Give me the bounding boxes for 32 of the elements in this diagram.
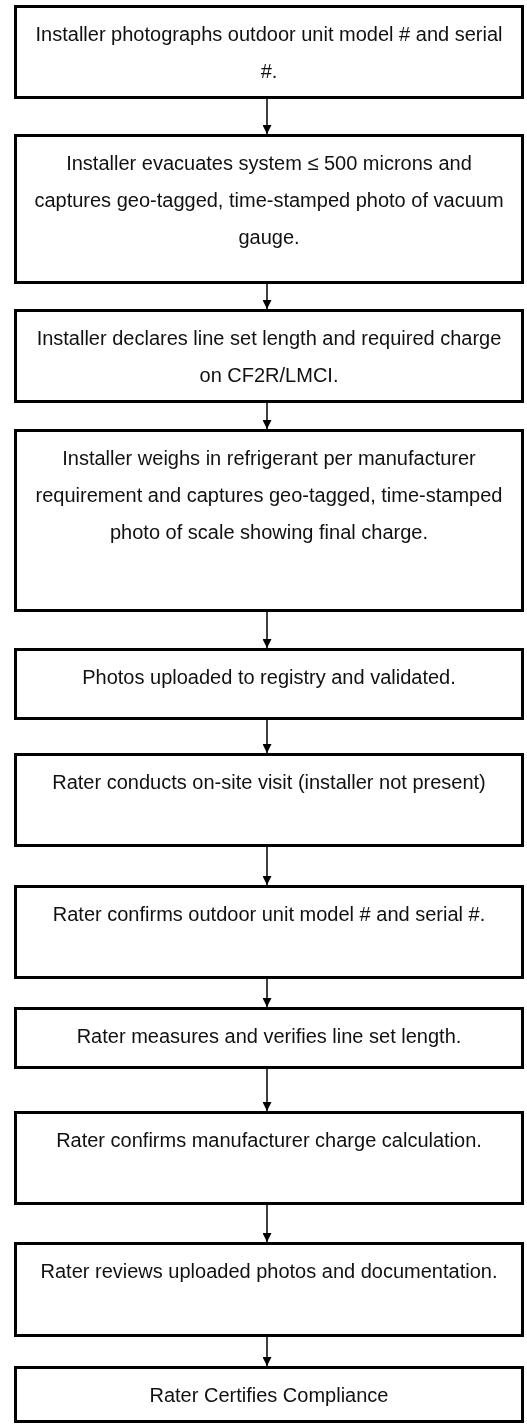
- step-text: Installer declares line set length and required charge on CF2R/LMCI.: [35, 326, 503, 388]
- arrow: [262, 1204, 272, 1243]
- step-text: Rater confirms manufacturer charge calculation.: [56, 1128, 482, 1153]
- step-text: Rater conducts on-site visit (installer not present): [52, 770, 486, 795]
- arrow: [262, 611, 272, 649]
- process-box: [14, 1111, 524, 1205]
- process-box: [14, 753, 524, 847]
- arrow: [262, 1336, 272, 1367]
- process-box: [14, 1007, 524, 1069]
- step-text: Rater confirms outdoor unit model # and serial #.: [52, 902, 486, 927]
- step-text: Photos uploaded to registry and validated.: [82, 665, 456, 690]
- process-box: [14, 134, 524, 284]
- arrow: [262, 978, 272, 1008]
- process-box: [14, 5, 524, 99]
- process-box: [14, 1242, 524, 1337]
- process-box: [14, 648, 524, 720]
- process-box: [14, 429, 524, 612]
- arrow: [262, 98, 272, 135]
- arrow: [262, 402, 272, 430]
- step-text: Rater measures and verifies line set length.: [76, 1024, 462, 1049]
- arrow: [262, 283, 272, 310]
- step-text: Installer photographs outdoor unit model # and serial #.: [34, 22, 504, 84]
- step-text: Installer weighs in refrigerant per manufacturer requirement and captures geo-tagged, time-stamped photo of scale showing final charge.: [34, 446, 504, 545]
- process-box: [14, 1366, 524, 1423]
- step-text: Rater Certifies Compliance: [149, 1383, 389, 1408]
- step-text: Rater reviews uploaded photos and documentation.: [40, 1259, 498, 1284]
- step-text: Installer evacuates system ≤ 500 microns and captures geo-tagged, time-stamped photo of vacuum gauge.: [33, 151, 505, 250]
- arrow: [262, 1068, 272, 1112]
- arrow: [262, 719, 272, 754]
- arrow: [262, 846, 272, 886]
- process-box: [14, 885, 524, 979]
- process-box: [14, 309, 524, 403]
